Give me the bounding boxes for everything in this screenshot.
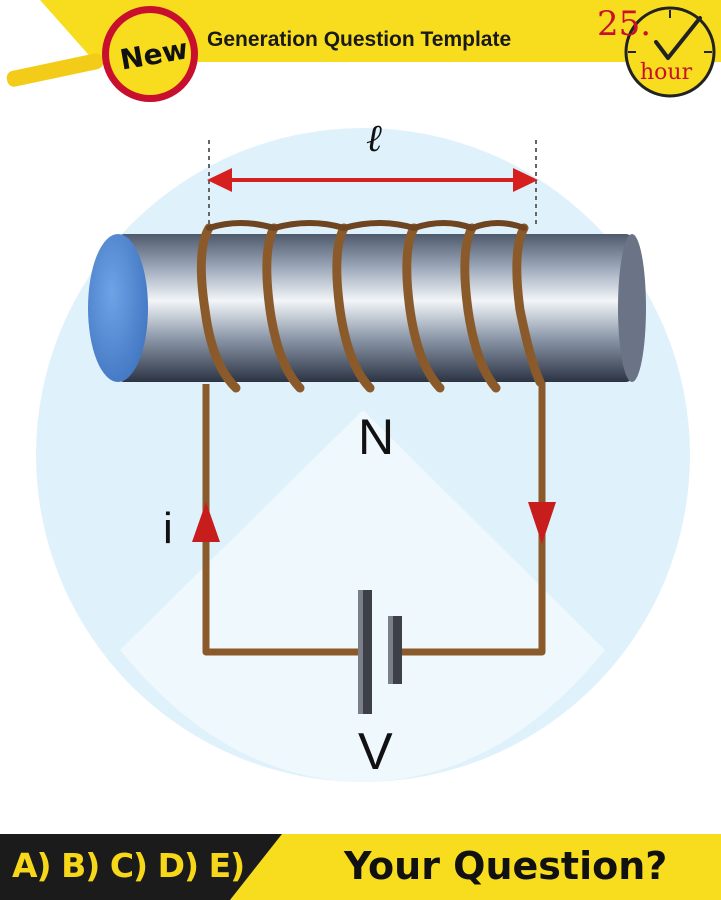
iron-rod-left-end [88,234,148,382]
battery-long-plate-highlight [358,590,363,714]
checkmark-icon [654,16,702,60]
magnifier-lens [109,13,191,95]
coil-turn [460,223,501,393]
turns-label: N [358,409,395,465]
coil-turn [512,223,545,387]
coil [196,220,545,393]
circuit-wire [202,382,546,656]
footer-bar [0,834,721,900]
page-title: Generation Question Template [207,28,512,51]
magnifier-handle [6,53,104,87]
coil-turn [332,223,375,393]
iron-rod-right-end [618,234,646,382]
iron-rod [118,234,632,382]
voltage-label: V [358,723,393,781]
battery-short-plate-highlight [388,616,393,684]
clock-unit: hour [640,60,693,85]
answer-options: A) B) C) D) E) [12,846,245,885]
coil-turn [196,223,241,393]
coil-turn [262,223,305,393]
header-graphics [6,0,721,102]
current-label: i [163,504,173,553]
current-arrow-down [528,502,556,544]
length-label: ℓ [366,116,382,160]
clock-number: 25. [597,4,652,44]
length-arrow-left-head [207,168,232,192]
question-prompt: Your Question? [344,844,668,888]
length-arrow-right-head [513,168,538,192]
coil-back-link [206,220,527,231]
coil-turn [402,223,445,393]
header-bar: New Generation Question Template 25. hou… [0,0,721,102]
current-arrow-up [192,502,220,542]
